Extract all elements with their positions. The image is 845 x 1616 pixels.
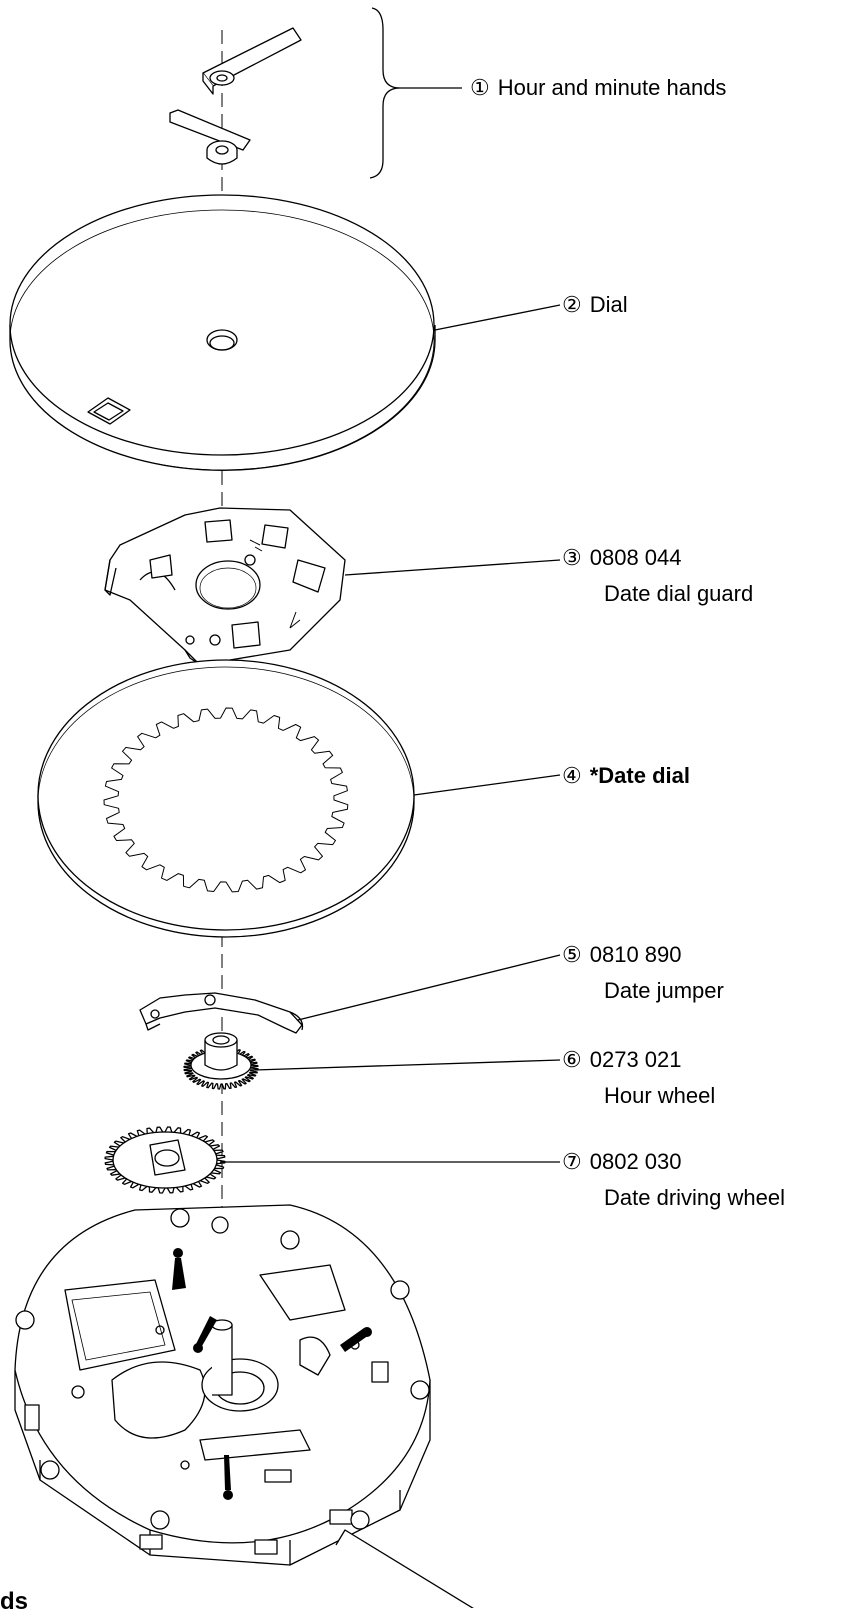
callout-1-name: Hour and minute hands	[497, 75, 727, 100]
date-driving-wheel	[104, 1126, 226, 1194]
callout-6: ⑥ 0273 021	[562, 1046, 682, 1074]
hour-hand	[169, 109, 251, 165]
callout-6-marker: ⑥	[562, 1047, 582, 1072]
leader-6	[254, 1059, 561, 1071]
callout-5-marker: ⑤	[562, 942, 582, 967]
footer-text-fragment: ds	[0, 1588, 29, 1615]
callout-4-marker: ④	[562, 763, 582, 788]
movement	[14, 1204, 474, 1608]
oil-marker	[172, 1248, 372, 1500]
callout-7-code: 0802 030	[589, 1149, 682, 1174]
callout-7: ⑦ 0802 030	[562, 1148, 682, 1176]
callout-7-name: Date driving wheel	[604, 1185, 785, 1210]
date-dial-teeth	[103, 707, 349, 893]
callout-1: ① Hour and minute hands	[470, 74, 726, 102]
callout-4: ④ *Date dial	[562, 762, 690, 790]
callout-3-marker: ③	[562, 545, 582, 570]
callout-3-name: Date dial guard	[604, 581, 754, 606]
callout-6-code: 0273 021	[589, 1047, 682, 1072]
minute-hand	[202, 27, 302, 95]
stem	[335, 1529, 474, 1608]
callout-6-name: Hour wheel	[604, 1083, 716, 1108]
callout-5-code: 0810 890	[589, 942, 682, 967]
leader-5	[297, 954, 561, 1021]
date-dial-guard	[104, 507, 346, 666]
callout-5-name: Date jumper	[604, 978, 724, 1003]
leader-2	[434, 304, 561, 331]
callout-5: ⑤ 0810 890	[562, 941, 682, 969]
callout-7-marker: ⑦	[562, 1149, 582, 1174]
hour-wheel	[183, 1032, 259, 1090]
callout-2: ② Dial	[562, 291, 628, 319]
dial	[9, 194, 436, 471]
leader-3	[344, 559, 561, 576]
callout-2-marker: ②	[562, 292, 582, 317]
leader-4	[413, 774, 561, 796]
callout-4-name: *Date dial	[589, 763, 690, 788]
callout-1-marker: ①	[470, 75, 490, 100]
date-dial	[37, 659, 415, 938]
date-jumper	[139, 992, 304, 1034]
callout-3: ③ 0808 044	[562, 544, 682, 572]
hands-brace	[369, 7, 401, 179]
callout-2-name: Dial	[589, 292, 628, 317]
callout-3-code: 0808 044	[589, 545, 682, 570]
